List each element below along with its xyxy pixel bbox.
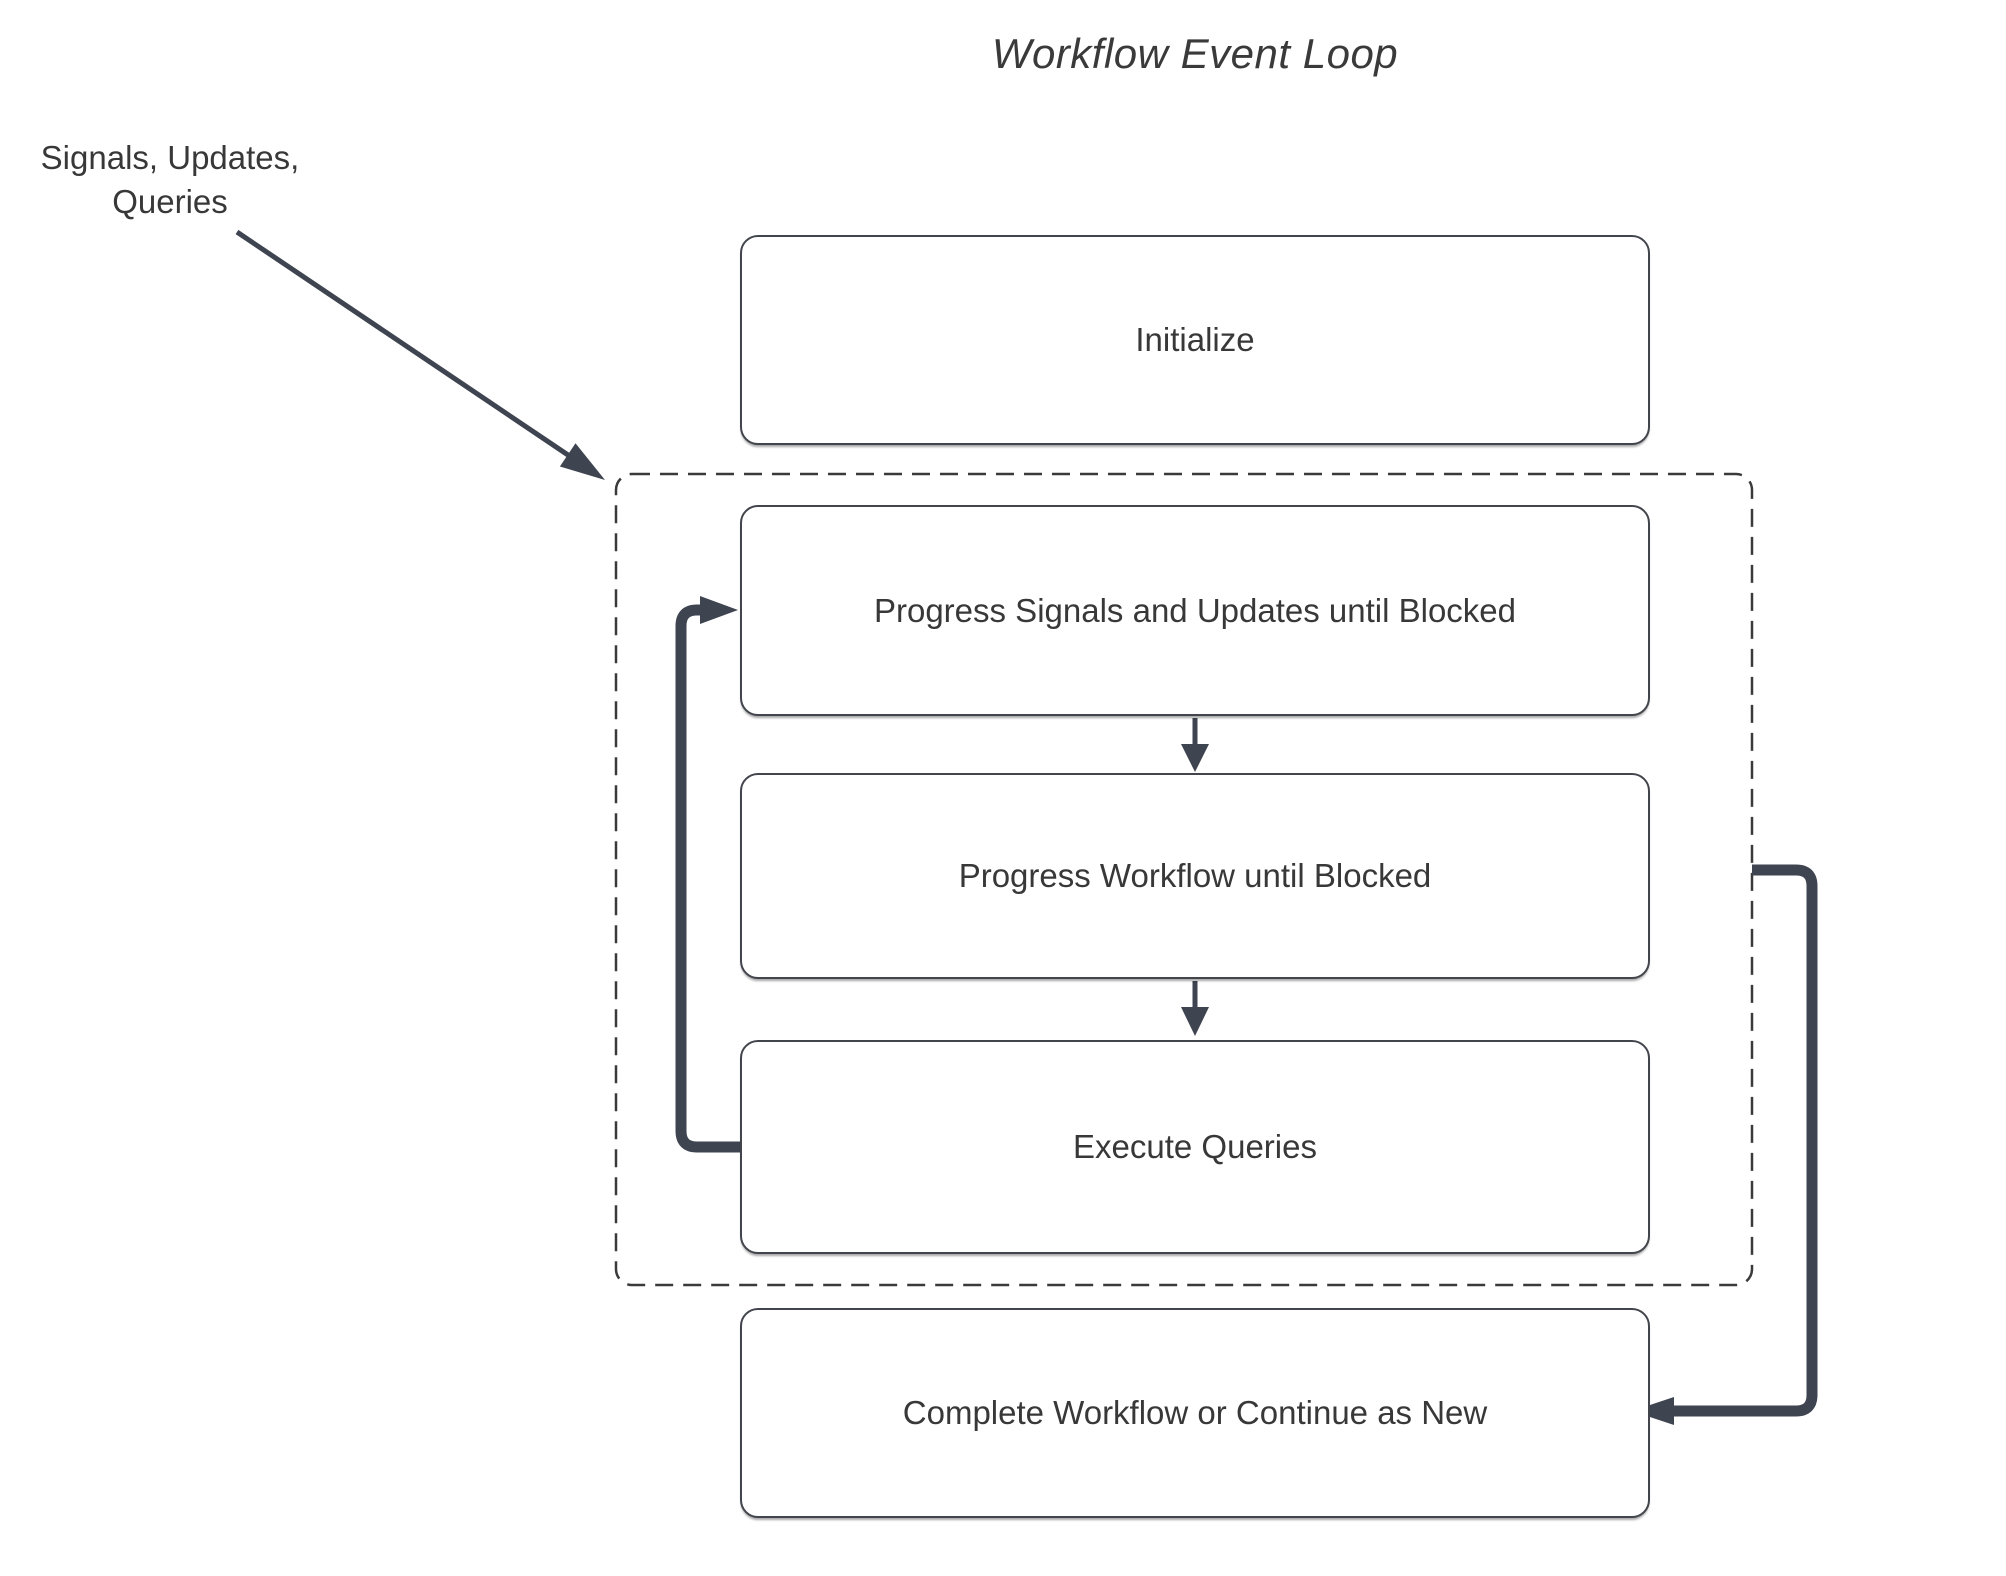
exit-arrow-line bbox=[1674, 864, 1818, 1417]
loop-back-arrowhead bbox=[700, 596, 738, 624]
exit-arrow bbox=[1632, 864, 1818, 1425]
arrow-workflow-to-queries-head bbox=[1181, 1007, 1209, 1036]
external-events-label: Signals, Updates, Queries bbox=[20, 136, 320, 224]
node-progress-workflow: Progress Workflow until Blocked bbox=[740, 773, 1650, 979]
arrow-signals-to-workflow bbox=[1181, 718, 1209, 772]
diagram-title: Workflow Event Loop bbox=[991, 30, 1399, 77]
node-initialize: Initialize bbox=[740, 235, 1650, 445]
node-complete-workflow: Complete Workflow or Continue as New bbox=[740, 1308, 1650, 1518]
event-loop-dashed-container bbox=[614, 472, 1754, 1287]
signals-input-arrowhead bbox=[559, 443, 605, 480]
loop-back-arrow bbox=[675, 596, 740, 1153]
arrow-workflow-to-queries bbox=[1181, 981, 1209, 1036]
signals-input-arrow-line bbox=[235, 229, 570, 458]
external-events-label-line1: Signals, Updates, bbox=[40, 139, 300, 176]
node-progress-signals-and-updates: Progress Signals and Updates until Block… bbox=[740, 505, 1650, 716]
external-events-label-line2: Queries bbox=[112, 183, 228, 220]
arrow-signals-to-workflow-head bbox=[1181, 744, 1209, 772]
loop-back-arrow-line bbox=[675, 604, 740, 1153]
exit-arrowhead bbox=[1632, 1397, 1674, 1425]
signals-input-arrow bbox=[235, 229, 605, 480]
node-execute-queries: Execute Queries bbox=[740, 1040, 1650, 1254]
